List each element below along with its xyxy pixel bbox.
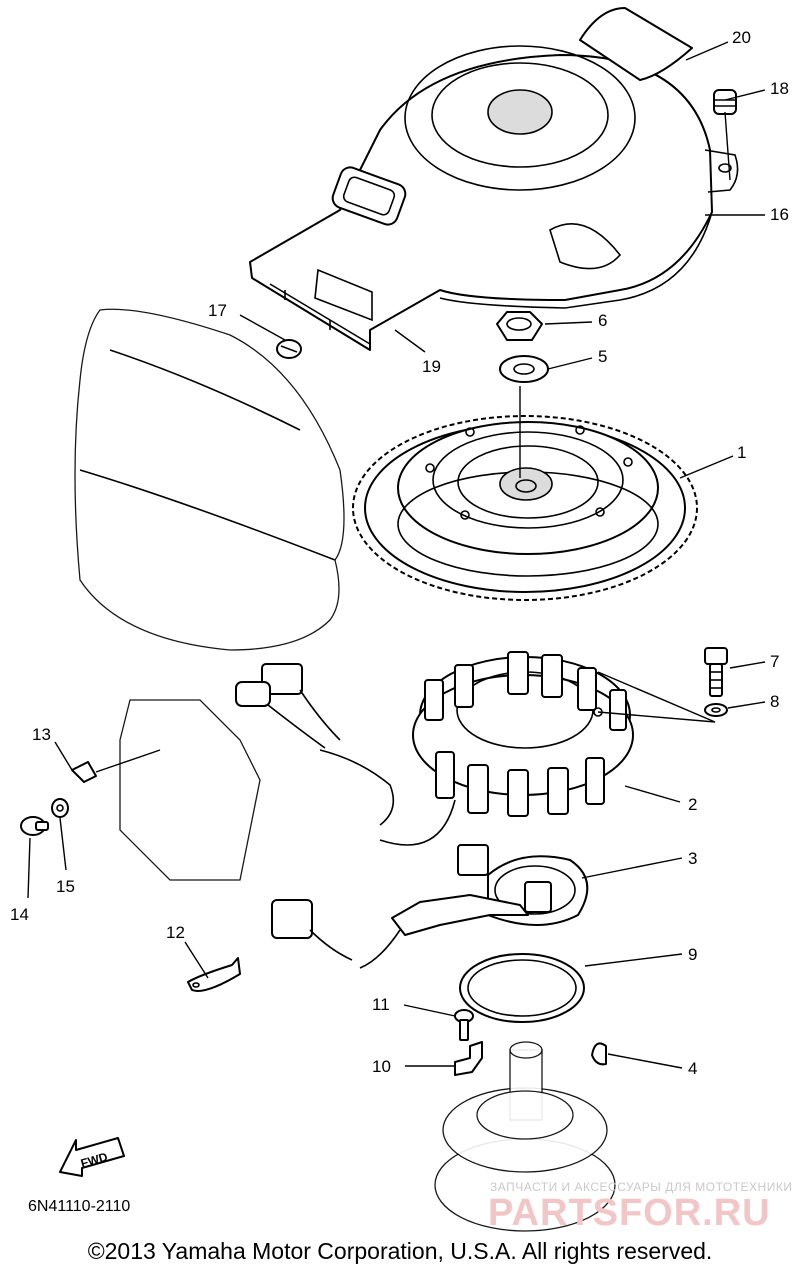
callout-4: 4: [688, 1059, 697, 1078]
callout-13: 13: [32, 725, 51, 744]
leader-lines: [27, 41, 766, 1069]
crankshaft-base-outline: [434, 1041, 616, 1232]
callout-5: 5: [598, 347, 607, 366]
retaining-ring[interactable]: [459, 953, 585, 1023]
callout-17: 17: [208, 301, 227, 320]
flywheel-cover[interactable]: [249, 45, 739, 351]
woodruff-key[interactable]: [591, 1042, 607, 1066]
callout-14: 14: [10, 905, 29, 924]
grommet[interactable]: [713, 89, 737, 115]
callout-11: 11: [372, 995, 390, 1014]
fwd-direction-arrow: FWD: [59, 1137, 125, 1177]
callout-16: 16: [770, 205, 789, 224]
washer[interactable]: [499, 355, 549, 383]
engine-block-outline: [74, 308, 345, 881]
callout-2: 2: [688, 795, 697, 814]
cover-cap[interactable]: [579, 7, 693, 81]
mount-screw[interactable]: [20, 816, 49, 836]
callout-3: 3: [688, 849, 697, 868]
nut[interactable]: [496, 311, 543, 341]
callout-8: 8: [770, 692, 779, 711]
retaining-screw[interactable]: [454, 1009, 474, 1041]
copyright-notice: ©2013 Yamaha Motor Corporation, U.S.A. A…: [87, 1238, 713, 1264]
callout-9: 9: [688, 945, 697, 964]
callout-6: 6: [598, 311, 607, 330]
callout-7: 7: [770, 652, 779, 671]
callout-10: 10: [372, 1057, 391, 1076]
callout-1: 1: [737, 443, 746, 462]
callout-20: 20: [732, 28, 751, 47]
clamp-plate[interactable]: [454, 1041, 483, 1076]
stator-bolt[interactable]: [704, 647, 728, 697]
callout-18: 18: [770, 79, 789, 98]
watermark-brand: PARTSFOR.RU: [488, 1192, 771, 1234]
diagram-code: 6N41110-2110: [28, 1198, 131, 1215]
wire-clamp-bracket[interactable]: [187, 957, 241, 992]
mount-washer[interactable]: [51, 798, 69, 818]
bracket-clip[interactable]: [71, 761, 97, 783]
callout-12: 12: [166, 923, 185, 942]
cover-screw-boss[interactable]: [276, 339, 302, 359]
callout-numbers: 1 2 3 4 5 6 7 8 9 10 11 12 13 14 15 16 1…: [10, 28, 789, 1078]
stator-coil[interactable]: [412, 651, 634, 817]
flywheel-magneto[interactable]: [352, 415, 698, 601]
pulser-coil-assembly[interactable]: [271, 844, 589, 969]
watermark-subtitle: ЗАПЧАСТИ И АКСЕССУАРЫ ДЛЯ МОТОТЕХНИКИ: [490, 1180, 793, 1194]
stator-washer[interactable]: [704, 703, 728, 717]
stator-wire-harness[interactable]: [235, 663, 456, 846]
callout-19: 19: [422, 357, 441, 376]
callout-15: 15: [56, 877, 75, 896]
